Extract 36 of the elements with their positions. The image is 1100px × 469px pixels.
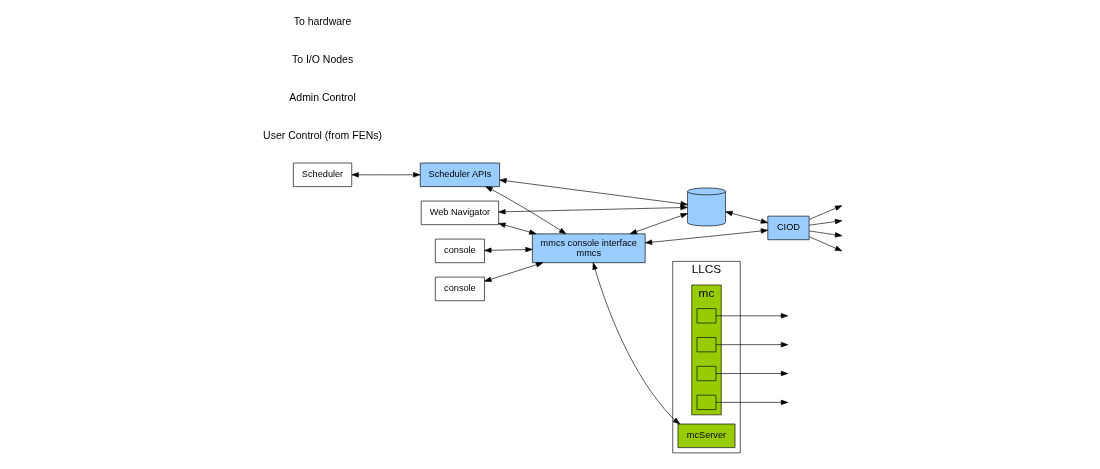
node-box: CIOD <box>767 215 810 241</box>
node-box <box>696 366 717 382</box>
node-box: mmcs console interface mmcs <box>532 233 646 264</box>
arrow <box>484 262 544 282</box>
arrow <box>809 219 843 226</box>
arrow <box>809 236 843 252</box>
arrow <box>809 230 843 238</box>
arrow <box>485 186 567 235</box>
arrow <box>592 262 681 425</box>
arrow <box>715 313 789 319</box>
label: To hardware <box>293 16 352 28</box>
arrow <box>715 342 789 348</box>
arrow <box>498 222 537 235</box>
arrow <box>351 172 421 178</box>
label: Admin Control <box>289 92 356 104</box>
arrow <box>715 399 789 405</box>
label: To I/O Nodes <box>291 54 354 66</box>
arrow <box>629 213 688 235</box>
arrow <box>498 204 688 215</box>
arrow <box>484 246 533 253</box>
node-box: console <box>435 238 485 264</box>
label: User Control (from FENs) <box>263 130 382 142</box>
node-box: Web Navigator <box>420 200 499 225</box>
arrow <box>645 228 769 245</box>
node-box <box>696 308 717 324</box>
arrow <box>725 210 769 224</box>
node-box: Scheduler <box>293 162 353 187</box>
arrow <box>809 205 843 220</box>
arrow <box>499 178 688 207</box>
cluster: mc <box>691 284 722 416</box>
node-box <box>696 337 717 353</box>
arrow <box>715 370 789 377</box>
node-box <box>696 394 717 410</box>
node-box: mcServer <box>677 423 736 448</box>
node-box: Scheduler APIs <box>419 162 500 187</box>
node-box: console <box>435 276 485 302</box>
